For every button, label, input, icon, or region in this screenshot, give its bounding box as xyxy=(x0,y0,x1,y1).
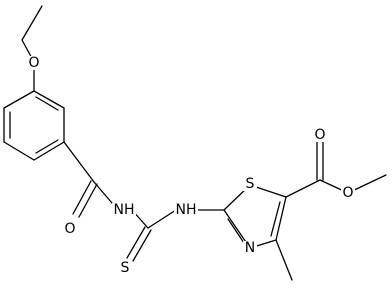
bond-c5-ester xyxy=(285,179,321,198)
atom-o-carbonyl-ester-label: O xyxy=(314,127,325,143)
atom-nh-amide: NH xyxy=(112,202,136,218)
atom-o-ester-label: O xyxy=(342,185,353,201)
atom-o-ether-label: O xyxy=(28,55,39,71)
bond-amide-co-b xyxy=(78,183,98,218)
bond-benzene-6 xyxy=(33,90,65,109)
bond-n-c2-inner xyxy=(227,218,245,244)
atom-s-ring-label: S xyxy=(246,176,255,192)
bond-c5-c4 xyxy=(275,196,287,241)
bond-benzene-inner-3 xyxy=(35,96,59,111)
bond-benzene-4 xyxy=(33,141,65,161)
atom-labels: O O NH S NH S N O xyxy=(27,55,355,276)
bond-benzene-1 xyxy=(3,90,35,109)
atom-s-ring: S xyxy=(243,176,257,192)
atom-o-carbonyl-amide-label: O xyxy=(64,221,75,237)
atom-nh-thiourea-label: NH xyxy=(176,202,197,218)
atom-s-thione: S xyxy=(118,260,132,276)
bond-c4-methyl xyxy=(275,239,293,281)
atom-o-carbonyl-ester: O xyxy=(313,127,327,143)
bond-benzene-inner-2 xyxy=(35,139,59,154)
bond-thiocarbon-nh xyxy=(147,209,177,229)
bond-c5-c4-inner xyxy=(270,201,281,237)
bond-cs-a xyxy=(126,226,146,259)
atom-o-carbonyl-amide: O xyxy=(63,221,77,237)
atom-nh-thiourea: NH xyxy=(174,202,198,218)
atom-nh-amide-label: NH xyxy=(114,202,135,218)
bond-cs-b xyxy=(132,229,152,262)
atom-s-thione-label: S xyxy=(121,260,130,276)
atom-o-ether: O xyxy=(27,55,41,71)
bond-ethyl-ch3-ch2 xyxy=(21,5,43,41)
bond-amide-co-a xyxy=(72,180,92,215)
bond-aryl-carbonyl xyxy=(63,141,95,183)
bond-benzene-3 xyxy=(3,141,35,161)
atom-n-ring: N xyxy=(243,240,257,256)
bonds xyxy=(3,5,387,281)
atom-o-ester: O xyxy=(341,185,355,201)
atom-n-ring-label: N xyxy=(245,240,255,256)
